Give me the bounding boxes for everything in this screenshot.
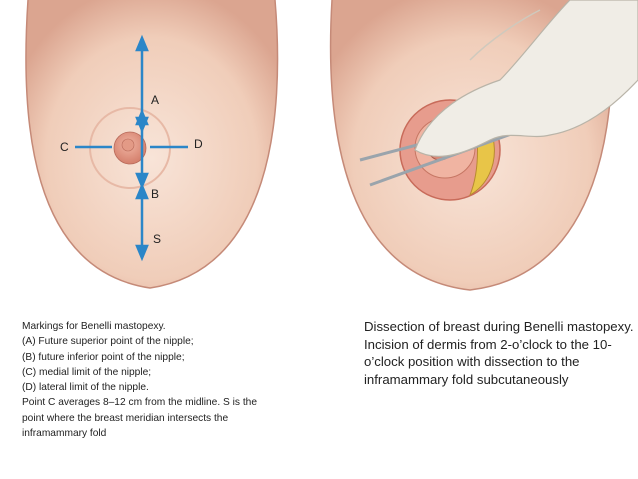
caption-line: (C) medial limit of the nipple;: [22, 366, 152, 378]
label-b: B: [151, 187, 160, 201]
caption-line: (A) Future superior point of the nipple;: [22, 336, 194, 348]
gloved-hand: [414, 0, 638, 157]
marking-arrows: [75, 34, 188, 262]
label-c: C: [60, 140, 69, 154]
caption-line: point where the breast meridian intersec…: [22, 412, 229, 424]
caption-line: (D) lateral limit of the nipple.: [22, 382, 149, 394]
label-a: A: [151, 93, 160, 107]
caption-line: inframammary fold: [22, 428, 107, 440]
benelli-markings-illustration: [25, 0, 279, 289]
caption-line: Point C averages 8–12 cm from the midlin…: [22, 397, 257, 409]
caption-line: Markings for Benelli mastopexy.: [22, 321, 166, 332]
label-d: D: [194, 137, 203, 151]
dissection-illustration: [329, 0, 638, 291]
label-s: S: [153, 232, 162, 246]
breast-shape: [25, 0, 278, 288]
caption-line: (B) future inferior point of the nipple;: [22, 351, 185, 363]
left-caption: Markings for Benelli mastopexy. (A) Futu…: [22, 319, 322, 441]
right-caption: Dissection of breast during Benelli mast…: [364, 319, 634, 387]
